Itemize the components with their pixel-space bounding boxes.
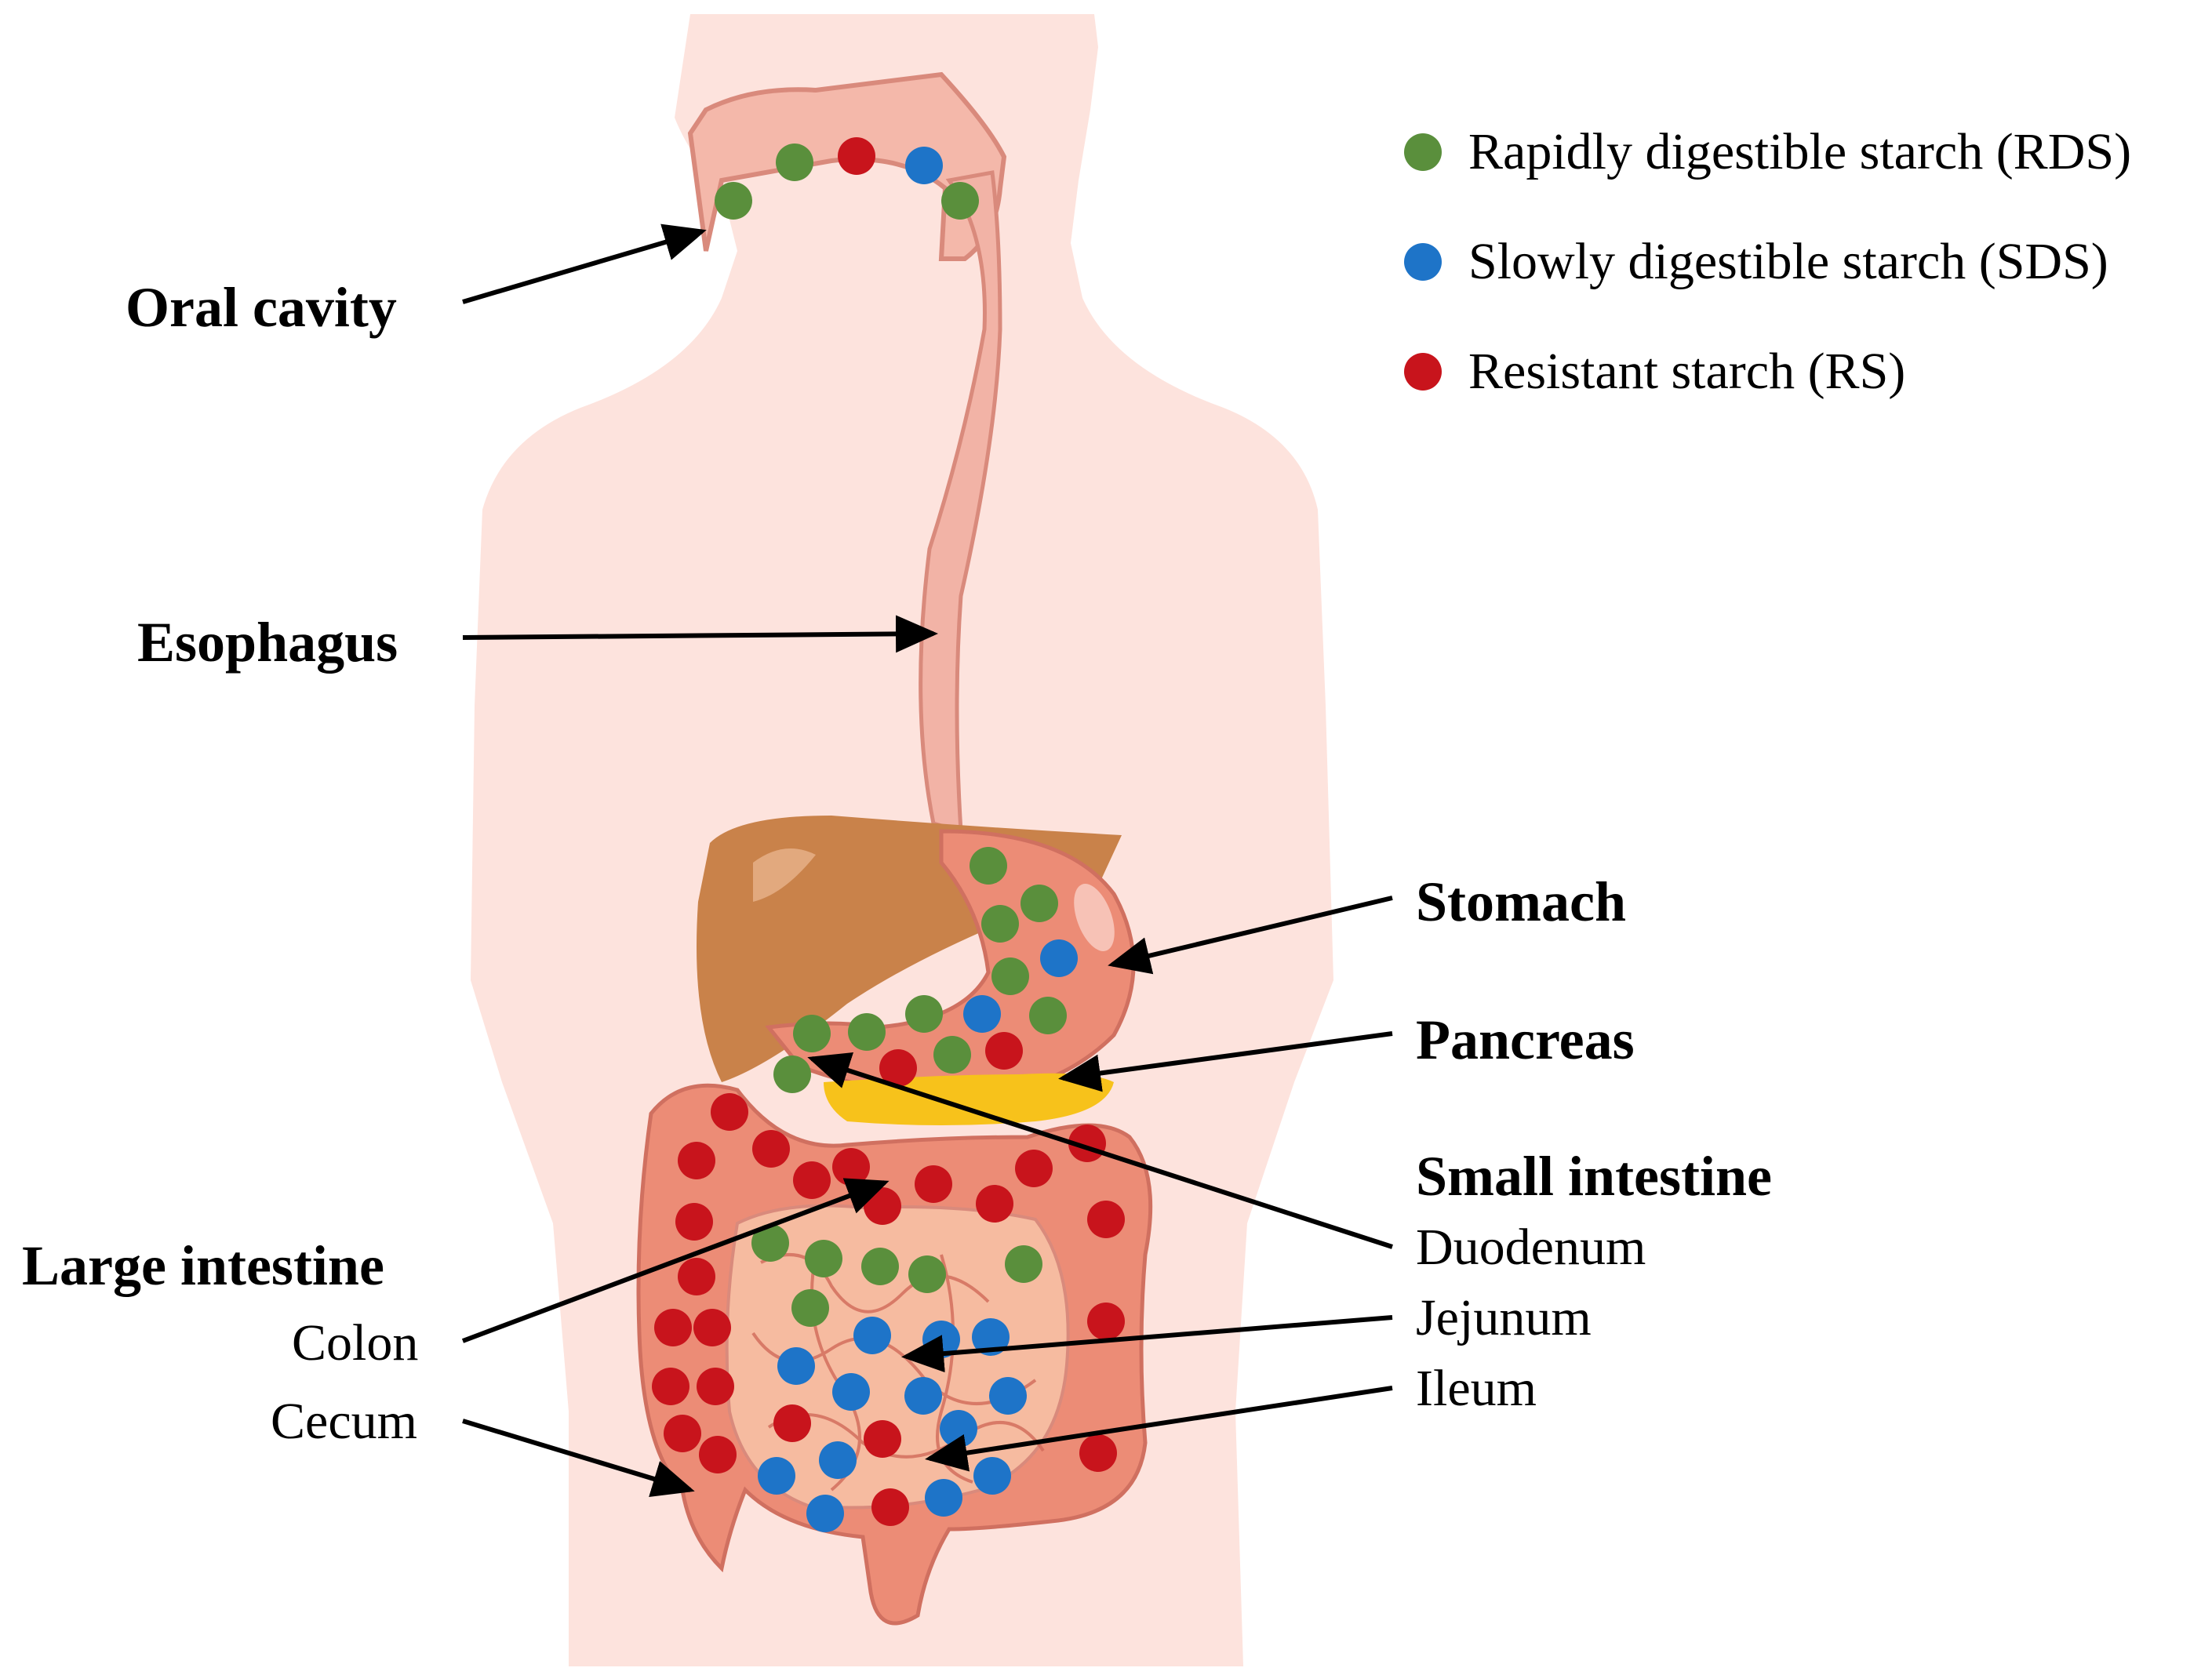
ileum-arrow (925, 1386, 1393, 1472)
label-small-intestine: Small intestine (1416, 1145, 1773, 1208)
oral-cavity-particles (715, 137, 979, 220)
jejunum-arrow (901, 1315, 1393, 1373)
pancreas-arrow (1058, 1031, 1393, 1092)
large-intestine-particles (652, 1093, 1125, 1473)
label-jejunum: Jejunum (1416, 1289, 1592, 1346)
label-large-intestine: Large intestine (22, 1234, 384, 1297)
legend-label-sds: Slowly digestible starch (SDS) (1468, 233, 2108, 290)
legend-item-sds: Slowly digestible starch (SDS) (1404, 232, 2108, 292)
stomach-arrow (1108, 896, 1393, 975)
label-esophagus: Esophagus (137, 611, 398, 674)
label-ileum: Ileum (1416, 1360, 1537, 1417)
sds-dot-icon (1404, 243, 1442, 281)
legend-label-rds: Rapidly digestible starch (RDS) (1468, 123, 2132, 180)
cecum-arrow (462, 1419, 695, 1498)
small-intestine-particles (751, 1224, 1042, 1532)
legend-item-rds: Rapidly digestible starch (RDS) (1404, 122, 2131, 182)
legend-item-rs: Resistant starch (RS) (1404, 342, 1905, 401)
legend-label-rs: Resistant starch (RS) (1468, 343, 1906, 400)
oral-cavity-shape (687, 71, 1007, 261)
oral-cavity-arrow (462, 223, 707, 304)
stomach-particles (773, 847, 1078, 1093)
label-stomach: Stomach (1416, 870, 1626, 933)
rs-dot-icon (1404, 353, 1442, 391)
label-pancreas: Pancreas (1416, 1008, 1635, 1071)
duodenum-arrow (807, 1052, 1393, 1249)
label-cecum: Cecum (271, 1393, 417, 1450)
label-colon: Colon (292, 1314, 419, 1372)
label-oral-cavity: Oral cavity (126, 276, 397, 339)
rds-dot-icon (1404, 133, 1442, 171)
colon-arrow (461, 1178, 890, 1343)
label-duodenum: Duodenum (1416, 1219, 1646, 1276)
esophagus-arrow (462, 615, 938, 653)
